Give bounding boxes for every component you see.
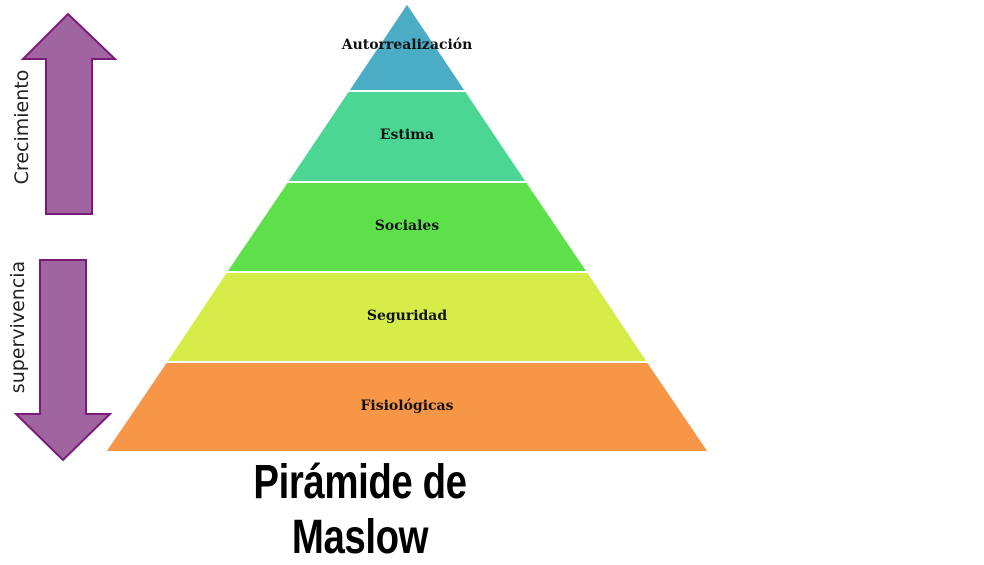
growth-up-arrow xyxy=(20,12,118,215)
diagram-title: Pirámide de Maslow xyxy=(253,456,467,564)
level-label-seguridad: Seguridad xyxy=(366,308,448,324)
level-label-autorrealizacion: Autorrealización xyxy=(341,37,473,53)
level-label-sociales: Sociales xyxy=(374,218,440,234)
survival-down-arrow xyxy=(13,259,113,462)
level-label-fisiologicas: Fisiológicas xyxy=(360,398,454,414)
level-fisiologicas xyxy=(103,361,711,453)
level-label-estima: Estima xyxy=(379,127,435,143)
maslow-diagram xyxy=(13,1,711,462)
growth-label: Crecimiento xyxy=(11,69,33,185)
survival-label: supervivencia xyxy=(7,260,29,394)
